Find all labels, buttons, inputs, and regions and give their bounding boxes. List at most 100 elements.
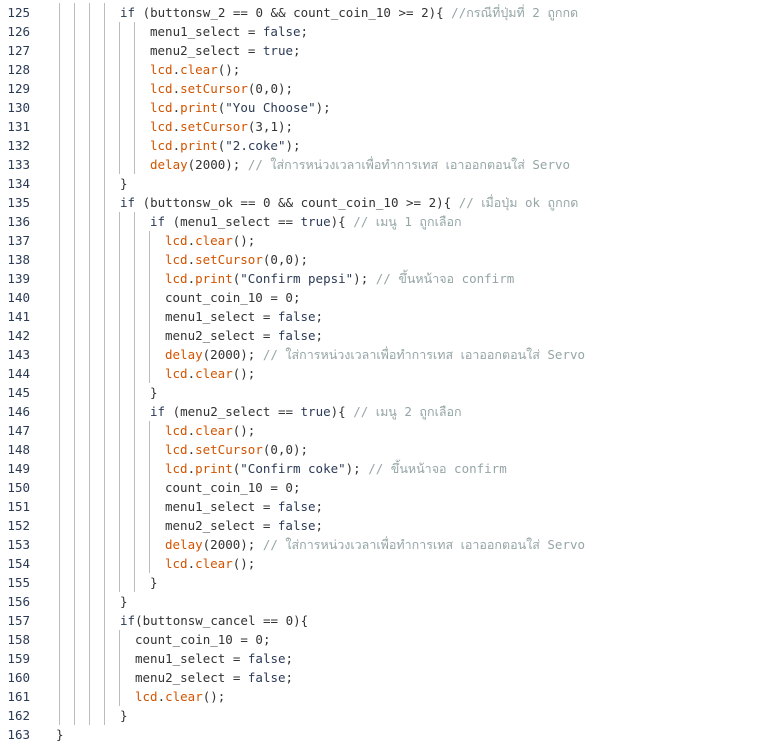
code-token: (: [247, 119, 256, 134]
code-token: 2000: [210, 347, 241, 362]
line-number: 142: [7, 328, 30, 343]
code-line[interactable]: lcd.setCursor(0,0);: [165, 250, 308, 269]
code-token: // ใส่การหน่วงเวลาเพื่อทำการเทส เอาออกตอ…: [262, 537, 586, 552]
line-number: 126: [7, 24, 30, 39]
code-token: false: [277, 328, 316, 343]
code-token: ();: [232, 556, 256, 571]
code-token: 0: [285, 442, 293, 457]
code-token: // ขึ้นหน้าจอ confirm: [375, 271, 515, 286]
code-line[interactable]: }: [120, 174, 128, 193]
code-line[interactable]: lcd.clear();: [150, 60, 240, 79]
code-line[interactable]: if (menu1_select == true){ // เมนู 1 ถูก…: [150, 212, 462, 231]
line-number: 147: [7, 423, 30, 438]
indent-guide: [134, 212, 135, 592]
code-token: false: [277, 499, 316, 514]
code-line[interactable]: if (buttonsw_ok == 0 && count_coin_10 >=…: [120, 193, 578, 212]
code-token: ;: [285, 670, 294, 685]
code-token: ,: [277, 442, 286, 457]
code-token: ){: [428, 5, 452, 20]
code-token: lcd: [150, 138, 173, 153]
code-line[interactable]: if(buttonsw_cancel == 0){: [120, 611, 308, 630]
code-token: .: [187, 461, 196, 476]
code-token: 0: [285, 290, 293, 305]
code-line[interactable]: if (buttonsw_2 == 0 && count_coin_10 >= …: [120, 3, 578, 22]
code-line[interactable]: menu1_select = false;: [165, 497, 323, 516]
code-token: ();: [232, 233, 256, 248]
code-token: clear: [195, 366, 233, 381]
code-token: }: [150, 385, 158, 400]
code-line[interactable]: }: [150, 383, 158, 402]
code-line[interactable]: lcd.clear();: [165, 421, 255, 440]
code-line[interactable]: menu1_select = false;: [150, 22, 308, 41]
code-token: count_coin_10 =: [135, 632, 256, 647]
code-line[interactable]: }: [120, 706, 128, 725]
line-number: 160: [7, 670, 30, 685]
code-line[interactable]: lcd.setCursor(3,1);: [150, 117, 293, 136]
line-number: 157: [7, 613, 30, 628]
code-line[interactable]: delay(2000); // ใส่การหน่วงเวลาเพื่อทำกา…: [150, 155, 570, 174]
code-token: ;: [293, 43, 301, 58]
code-line[interactable]: menu2_select = false;: [135, 668, 293, 687]
code-token: (: [262, 442, 271, 457]
line-number: 161: [7, 689, 30, 704]
code-token: lcd: [135, 689, 158, 704]
code-token: ){: [436, 195, 459, 210]
code-token: "You Choose": [225, 100, 316, 115]
line-number: 136: [7, 214, 30, 229]
code-token: lcd: [165, 423, 188, 438]
code-token: (: [262, 252, 271, 267]
code-line[interactable]: lcd.clear();: [165, 231, 255, 250]
code-line[interactable]: menu2_select = true;: [150, 41, 301, 60]
indent-guide: [149, 231, 150, 383]
code-token: 0: [285, 613, 294, 628]
code-token: delay: [165, 537, 203, 552]
code-token: (buttonsw_cancel ==: [135, 613, 286, 628]
code-line[interactable]: delay(2000); // ใส่การหน่วงเวลาเพื่อทำกา…: [165, 535, 585, 554]
code-token: ;: [315, 328, 324, 343]
code-line[interactable]: }: [150, 573, 158, 592]
code-token: false: [277, 518, 316, 533]
code-line[interactable]: delay(2000); // ใส่การหน่วงเวลาเพื่อทำกา…: [165, 345, 585, 364]
code-line[interactable]: lcd.clear();: [165, 364, 255, 383]
code-line[interactable]: }: [56, 725, 64, 744]
code-token: .: [187, 252, 196, 267]
line-number: 149: [7, 461, 30, 476]
line-number: 153: [7, 537, 30, 552]
code-token: if: [120, 613, 136, 628]
code-line[interactable]: if (menu2_select == true){ // เมนู 2 ถูก…: [150, 402, 462, 421]
code-token: lcd: [150, 119, 173, 134]
code-line[interactable]: lcd.print("You Choose");: [150, 98, 331, 117]
code-token: );: [345, 461, 369, 476]
code-token: setCursor: [195, 442, 263, 457]
code-token: ,: [277, 252, 286, 267]
code-token: 3: [255, 119, 263, 134]
line-number: 151: [7, 499, 30, 514]
code-token: menu1_select =: [165, 499, 278, 514]
code-line[interactable]: lcd.setCursor(0,0);: [150, 79, 293, 98]
code-line[interactable]: menu1_select = false;: [135, 649, 293, 668]
code-line[interactable]: lcd.print("Confirm coke"); // ขึ้นหน้าจอ…: [165, 459, 507, 478]
code-token: false: [247, 670, 286, 685]
line-number: 132: [7, 138, 30, 153]
code-line[interactable]: lcd.print("2.coke");: [150, 136, 301, 155]
code-line[interactable]: count_coin_10 = 0;: [165, 478, 300, 497]
line-number: 145: [7, 385, 30, 400]
code-line[interactable]: lcd.clear();: [165, 554, 255, 573]
code-line[interactable]: menu1_select = false;: [165, 307, 323, 326]
code-line[interactable]: }: [120, 592, 128, 611]
code-token: (menu2_select ==: [165, 404, 301, 419]
code-line[interactable]: lcd.print("Confirm pepsi"); // ขึ้นหน้าจ…: [165, 269, 514, 288]
code-token: true: [300, 214, 331, 229]
code-token: }: [120, 708, 128, 723]
code-line[interactable]: menu2_select = false;: [165, 326, 323, 345]
code-token: ();: [202, 689, 226, 704]
code-line[interactable]: count_coin_10 = 0;: [165, 288, 300, 307]
code-token: 2: [428, 195, 437, 210]
code-line[interactable]: lcd.clear();: [135, 687, 225, 706]
code-line[interactable]: count_coin_10 = 0;: [135, 630, 270, 649]
code-line[interactable]: menu2_select = false;: [165, 516, 323, 535]
code-token: ){: [330, 404, 354, 419]
code-line[interactable]: lcd.setCursor(0,0);: [165, 440, 308, 459]
